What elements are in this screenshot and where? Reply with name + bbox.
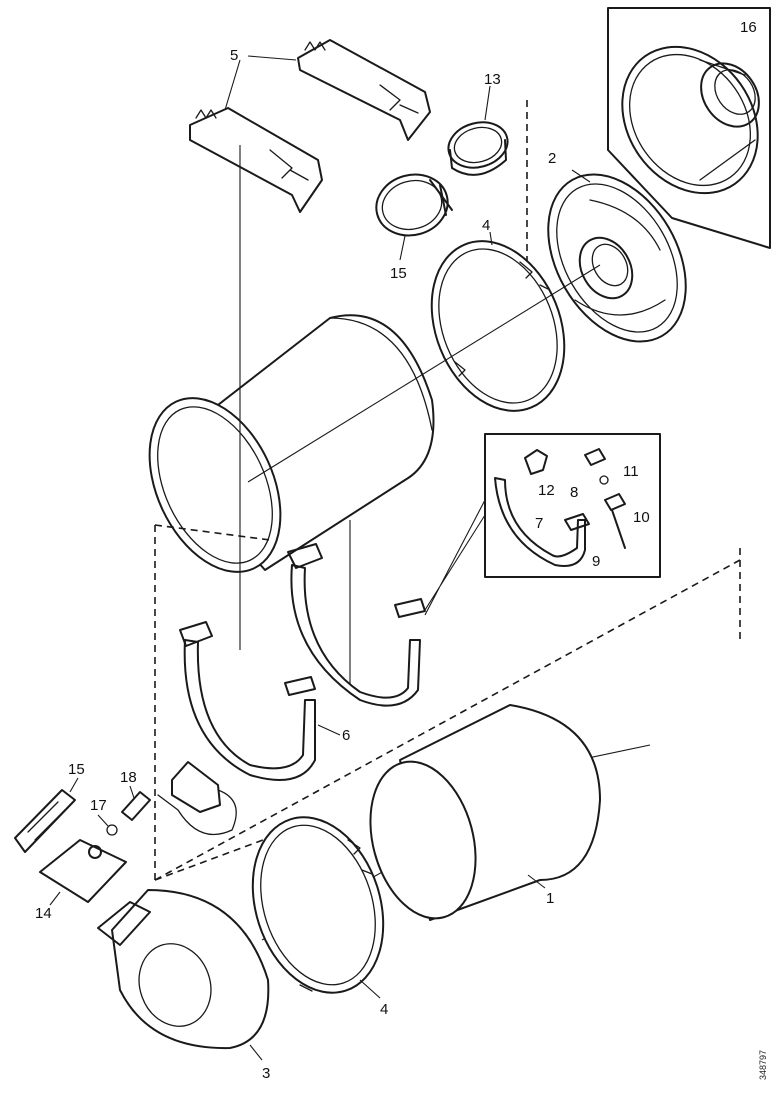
inset-box-16: 16 [607,7,771,249]
callout-11: 11 [623,463,639,480]
callout-6: 6 [342,727,350,744]
part-15-bracket-lower: 15 [14,761,85,853]
inset-box-hardware: 12 8 11 10 7 9 [424,433,661,616]
callout-1: 1 [546,890,554,907]
part-15-clamp-ring-upper: 15 [375,173,453,282]
part-5-baffle-lower [189,107,323,213]
part-4-seal-ring-upper: 4 [430,217,566,412]
callout-15-lower: 15 [68,761,85,778]
part-6-strap-left: 6 [179,621,350,781]
callout-8: 8 [570,484,578,501]
part-3-front-bulkhead: 3 [97,889,270,1082]
callout-18: 18 [120,769,137,786]
figure-id: 348797 [758,1050,768,1080]
part-4-seal-ring-lower: 4 [251,816,388,1018]
callout-13: 13 [484,71,501,88]
part-13-sleeve: 13 [447,71,509,176]
drum-cylinder [148,314,435,573]
part-6-strap-right [287,543,426,707]
callout-9: 9 [592,553,600,570]
callout-4-lower: 4 [380,1001,388,1018]
sensor-bracket [157,761,237,836]
part-14-mount-plate: 14 [35,839,127,922]
callout-4-upper: 4 [482,217,490,234]
part-1-drum-shell: 1 [369,704,601,921]
part-18-thermistor: 18 [120,769,151,821]
part-2-rear-bulkhead: 2 [547,150,687,343]
callout-3: 3 [262,1065,270,1082]
callout-12: 12 [538,482,555,499]
callout-15-upper: 15 [390,265,407,282]
callout-5: 5 [230,47,238,64]
callout-16: 16 [740,19,757,36]
callout-10: 10 [633,509,650,526]
part-17-nut: 17 [90,797,118,836]
callout-14: 14 [35,905,52,922]
callout-2: 2 [548,150,556,167]
part-5-baffle-upper [297,39,431,141]
callout-7: 7 [535,515,543,532]
callout-17: 17 [90,797,107,814]
